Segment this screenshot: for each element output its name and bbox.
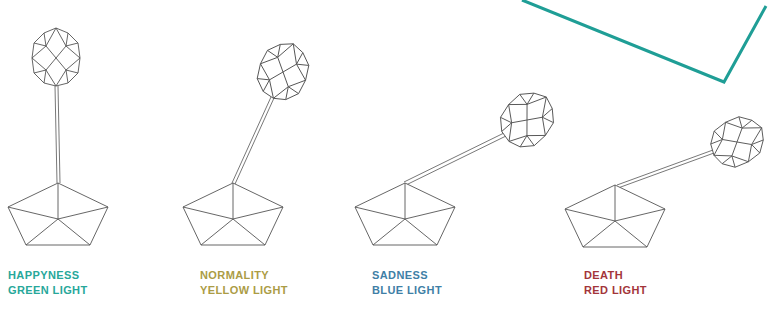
accent-line bbox=[522, 0, 766, 82]
light-label: YELLOW LIGHT bbox=[200, 284, 288, 297]
lamp-happy bbox=[8, 28, 108, 245]
mood-label: HAPPYNESS bbox=[8, 269, 79, 282]
lamp-sad bbox=[355, 82, 565, 245]
light-label: GREEN LIGHT bbox=[8, 284, 88, 297]
lamp-death bbox=[565, 108, 768, 247]
mood-label: DEATH bbox=[584, 269, 623, 282]
light-label: BLUE LIGHT bbox=[372, 284, 442, 297]
mood-label: SADNESS bbox=[372, 269, 428, 282]
lamp-normal bbox=[183, 36, 316, 245]
light-label: RED LIGHT bbox=[584, 284, 647, 297]
mood-label: NORMALITY bbox=[200, 269, 269, 282]
